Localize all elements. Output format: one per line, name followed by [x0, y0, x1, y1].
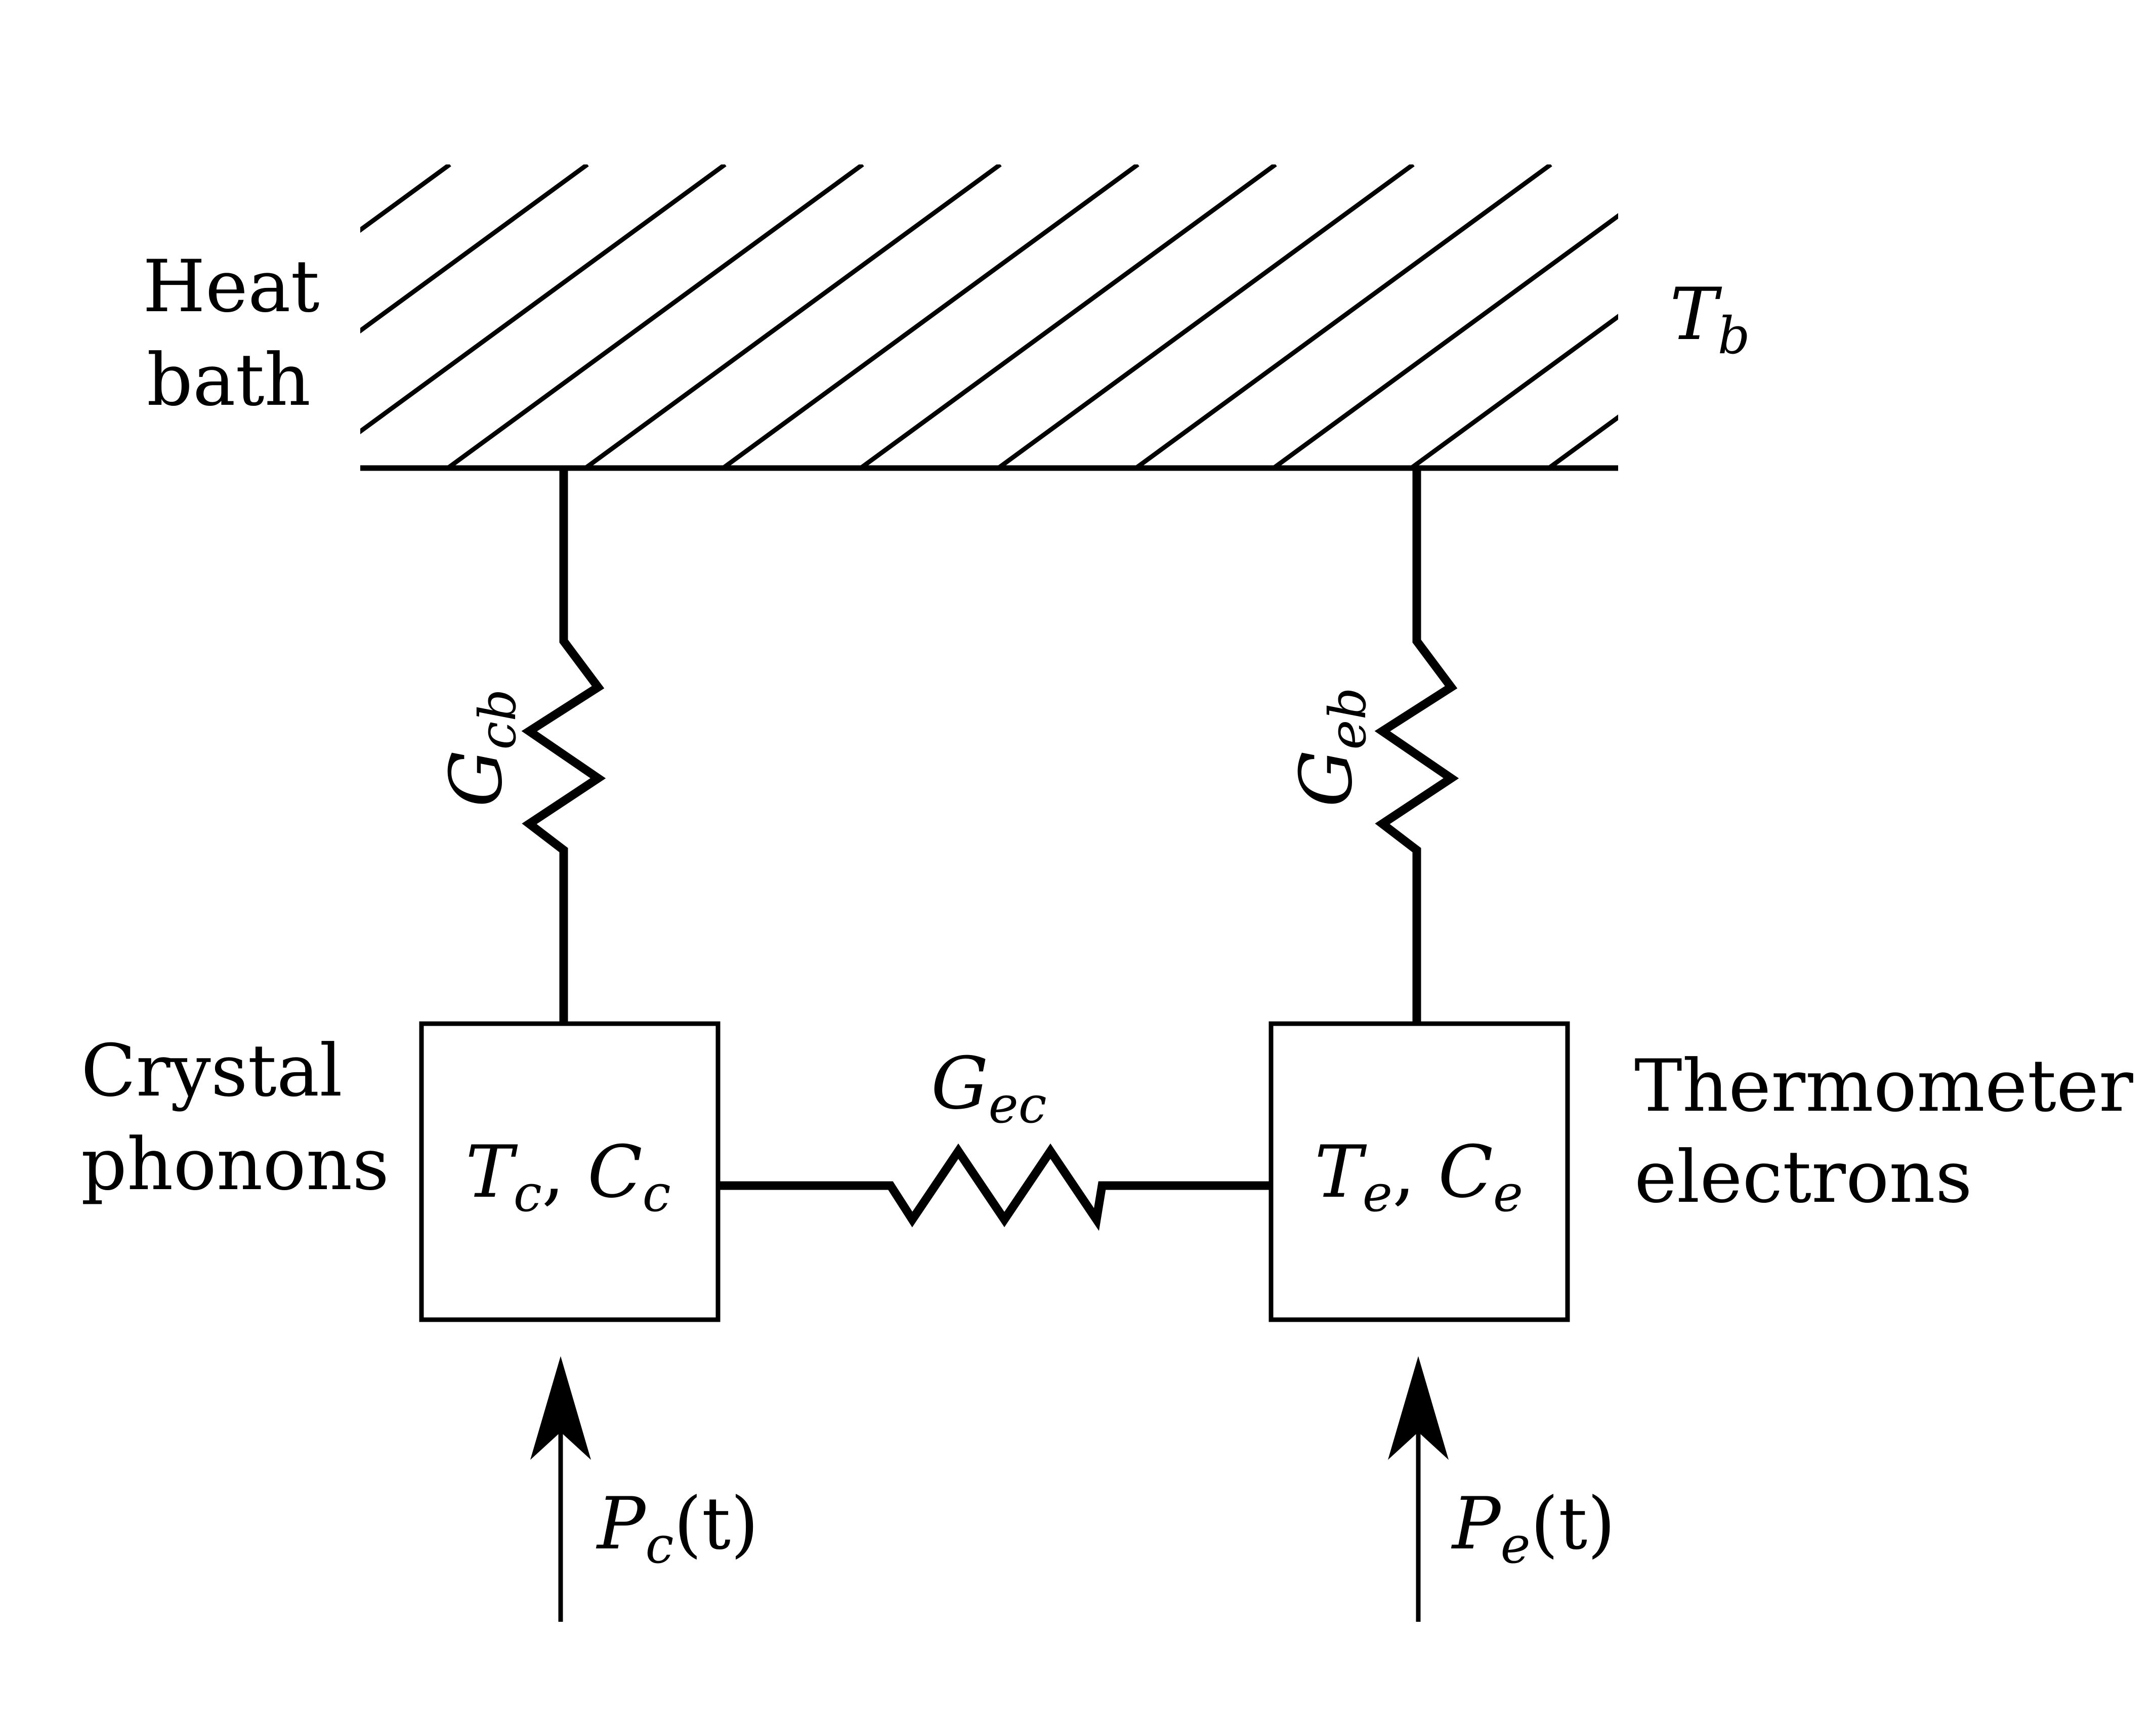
g-eb-label: Geb — [1285, 687, 1377, 807]
arrow-p-e — [1388, 1356, 1449, 1622]
heat-bath-hatching — [360, 164, 1618, 468]
resistor-g-eb — [1374, 471, 1459, 1022]
arrow-p-c — [530, 1356, 591, 1622]
thermometer-label-line1: Thermometer — [1634, 1044, 2133, 1128]
heat-bath-label-line2: bath — [147, 339, 311, 422]
thermometer-box-label: Te, Ce — [1315, 1130, 1523, 1223]
resistor-g-ec — [718, 1143, 1271, 1231]
crystal-box-label: Tc, Cc — [466, 1130, 671, 1223]
bath-temperature-label: Tb — [1670, 273, 1750, 365]
resistor-g-cb — [521, 471, 606, 1022]
crystal-box — [419, 1021, 721, 1322]
thermometer-label-line2: electrons — [1634, 1136, 1972, 1219]
crystal-label-line1: Crystal — [81, 1029, 343, 1113]
g-ec-label: Gec — [931, 1042, 1047, 1134]
crystal-label-line2: phonons — [81, 1123, 389, 1206]
g-cb-label: Gcb — [435, 689, 527, 807]
p-c-label: Pc(t) — [596, 1482, 758, 1575]
thermometer-box — [1269, 1021, 1570, 1322]
heat-bath-label-line1: Heat — [143, 245, 320, 328]
p-e-label: Pe(t) — [1451, 1482, 1616, 1575]
